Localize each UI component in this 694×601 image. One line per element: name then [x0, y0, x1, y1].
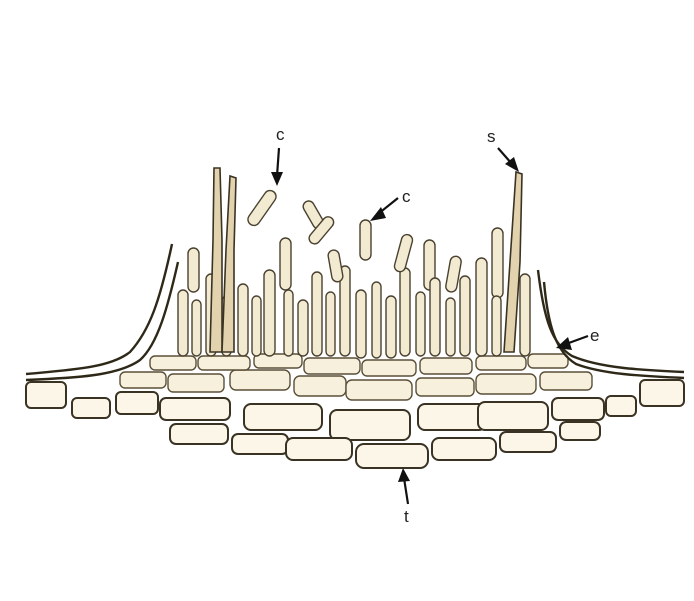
host-tissue	[26, 354, 684, 468]
label-epidermis: e	[590, 326, 599, 345]
label-conidia-right: c	[402, 187, 411, 206]
label-conidia-left: c	[276, 125, 285, 144]
label-tissue: t	[404, 507, 409, 526]
label-seta: s	[487, 127, 496, 146]
